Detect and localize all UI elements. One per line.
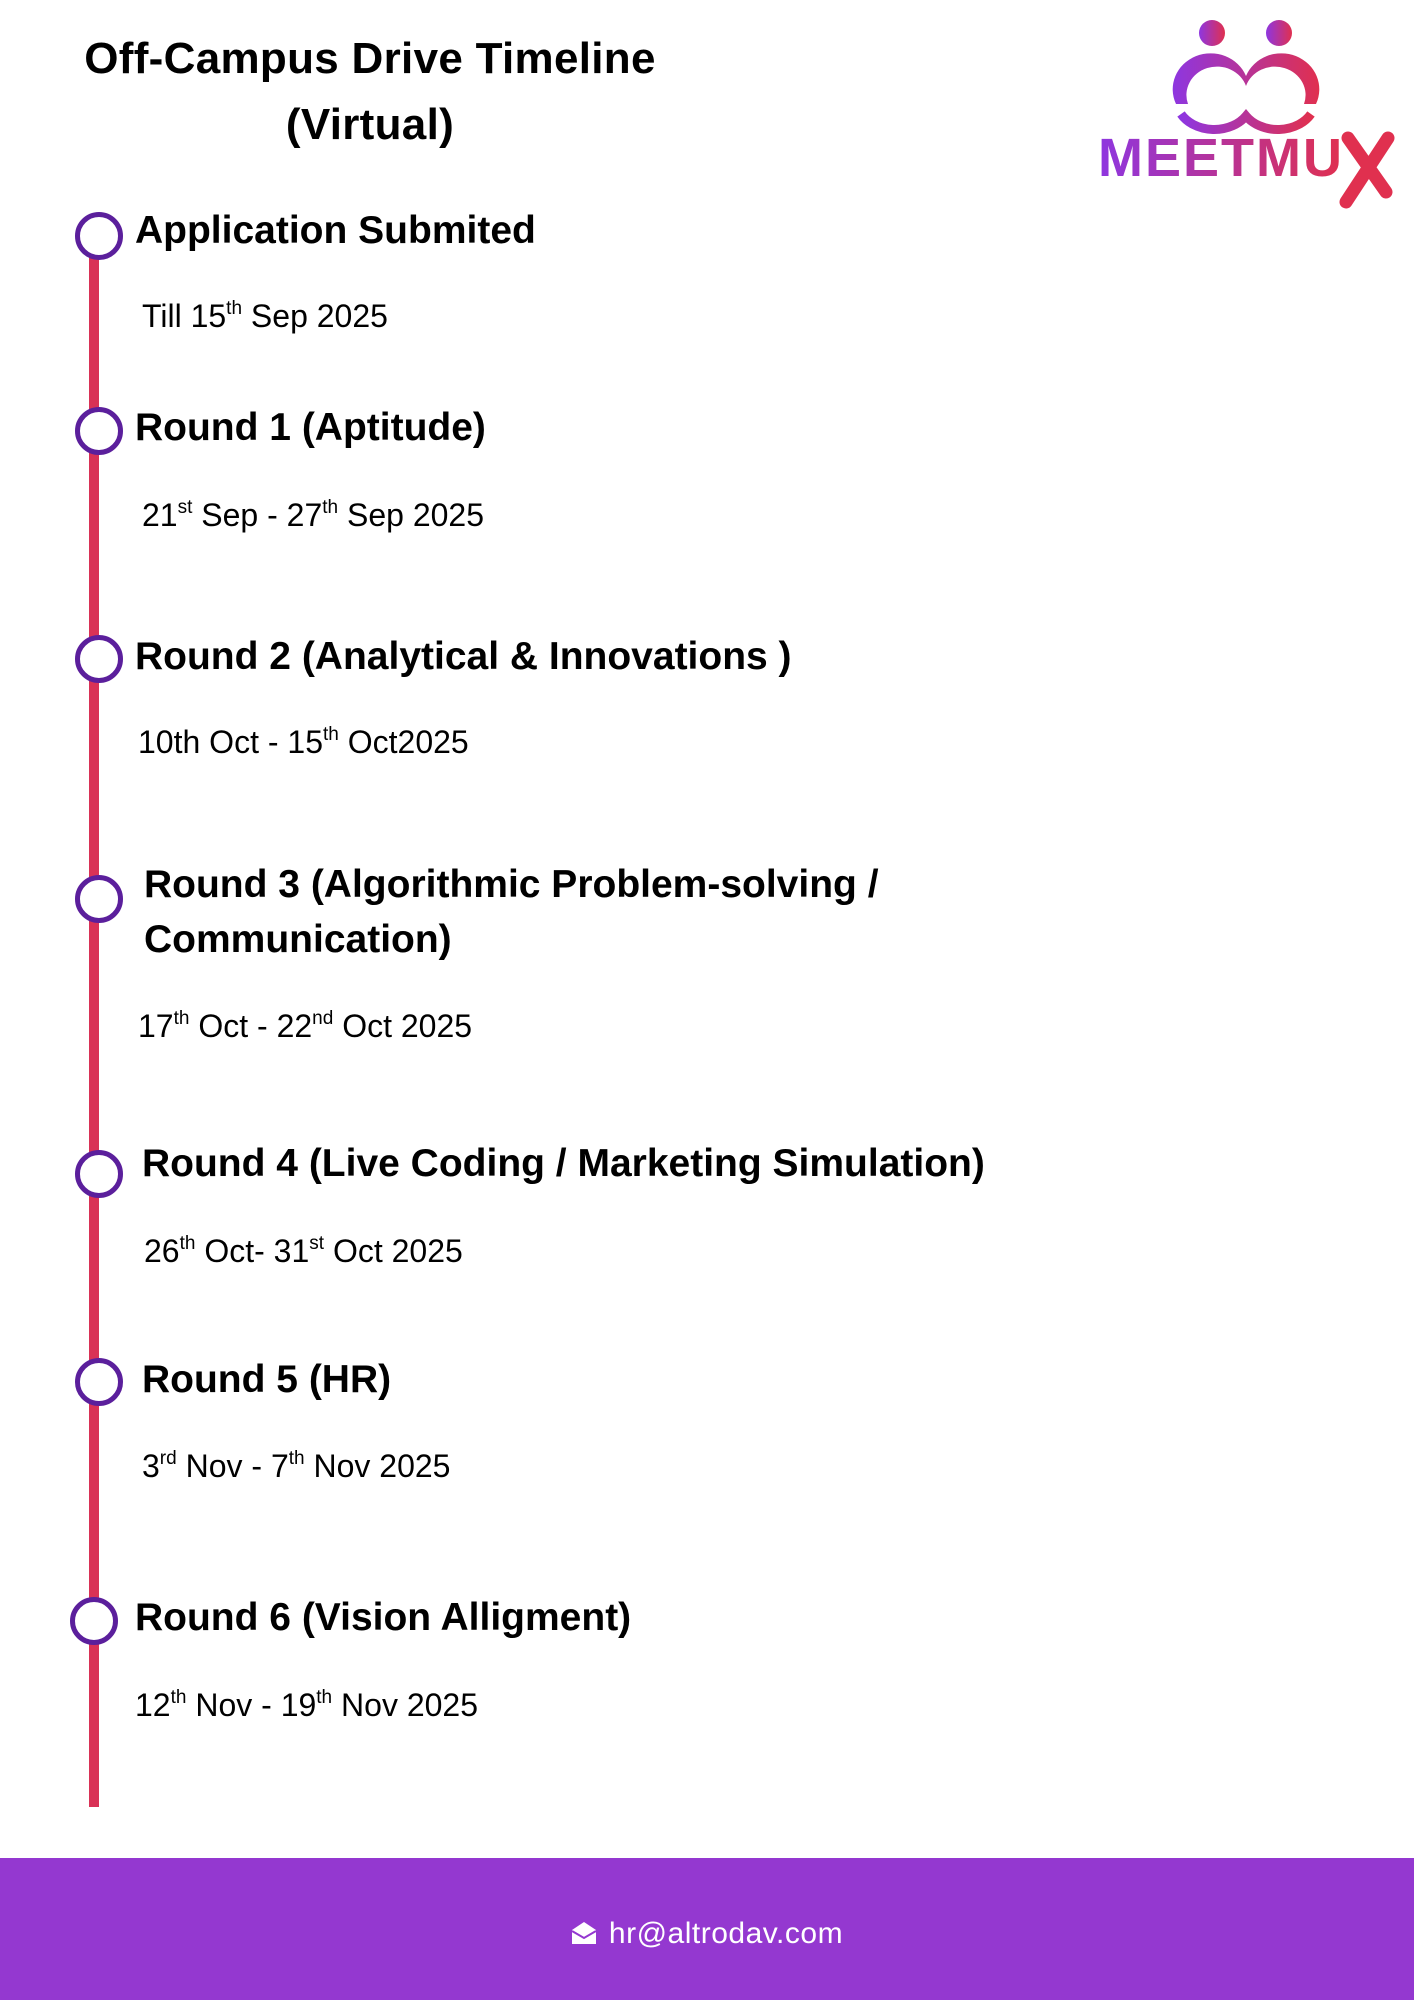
timeline-dot-icon [75,407,123,455]
date-ordinal-suffix: th [288,1448,305,1469]
envelope-open-icon [571,1922,597,1944]
timeline-dot-icon [70,1597,118,1645]
stage-heading-line: Round 6 (Vision Alligment) [135,1596,632,1639]
date-text: Sep 2025 [242,298,388,334]
date-text: Oct2025 [338,724,469,760]
stage-date: 26th Oct- 31st Oct 2025 [144,1233,463,1270]
date-text: Sep - 27 [192,497,323,533]
stage-heading: Round 6 (Vision Alligment) [135,1590,631,1645]
date-ordinal-suffix: th [322,724,339,745]
date-text: Nov 2025 [304,1448,451,1484]
date-text: Sep 2025 [338,497,484,533]
date-text: 26 [144,1233,180,1269]
date-text: Oct- 31 [195,1233,310,1269]
date-ordinal-suffix: th [179,1233,196,1254]
stage-heading-line: Communication) [144,918,452,961]
date-text: Nov - 7 [176,1448,289,1484]
stage-heading: Round 4 (Live Coding / Marketing Simulat… [142,1136,985,1191]
date-text: 12 [135,1687,171,1723]
stage-date: Till 15th Sep 2025 [142,298,388,335]
stage-heading-line: Application Submited [135,209,536,252]
stage-date: 21st Sep - 27th Sep 2025 [142,497,484,534]
footer-email[interactable]: hr@altrodav.com [0,1917,1414,1951]
date-ordinal-suffix: st [309,1233,325,1254]
date-ordinal-suffix: th [316,1687,333,1708]
date-ordinal-suffix: th [173,1008,190,1029]
stage-heading-line: Round 1 (Aptitude) [135,406,486,449]
timeline-dot-icon [75,1150,123,1198]
date-ordinal-suffix: th [226,298,243,319]
date-text: Nov 2025 [332,1687,479,1723]
date-ordinal-suffix: st [177,497,193,518]
meetmux-logo: MEETMU [1098,20,1395,209]
timeline-dot-icon [75,212,123,260]
stage-heading: Round 5 (HR) [142,1352,391,1407]
stage-date: 10th Oct - 15th Oct2025 [138,724,469,761]
page-title: Off-Campus Drive Timeline [84,34,656,83]
date-ordinal-suffix: nd [312,1008,334,1029]
date-text: 17 [138,1008,174,1044]
stage-heading-line: Round 4 (Live Coding / Marketing Simulat… [142,1142,985,1185]
date-text: Oct 2025 [333,1008,473,1044]
stage-heading: Round 2 (Analytical & Innovations ) [135,629,792,684]
footer [0,1858,1414,2000]
timeline-dot-icon [75,635,123,683]
stage-heading: Round 1 (Aptitude) [135,400,486,455]
stage-date: 3rd Nov - 7th Nov 2025 [142,1448,450,1485]
date-text: Oct 2025 [324,1233,463,1269]
date-text: 21 [142,497,178,533]
stage-heading: Application Submited [135,203,536,258]
date-text: 10th Oct - 15 [138,724,323,760]
svg-text:MEETMU: MEETMU [1098,128,1344,188]
timeline-line [89,235,99,1807]
stage-date: 17th Oct - 22nd Oct 2025 [138,1008,472,1045]
email-text: hr@altrodav.com [608,1917,844,1950]
date-text: 3 [142,1448,160,1484]
date-ordinal-suffix: th [322,497,339,518]
date-text: Till 15 [142,298,227,334]
timeline-dot-icon [75,875,123,923]
date-ordinal-suffix: th [170,1687,187,1708]
date-text: Nov - 19 [186,1687,317,1723]
timeline-dot-icon [75,1358,123,1406]
stage-heading-line: Round 5 (HR) [142,1358,392,1401]
stage-heading-line: Round 2 (Analytical & Innovations ) [135,635,792,678]
date-text: Oct - 22 [189,1008,313,1044]
stage-date: 12th Nov - 19th Nov 2025 [135,1687,478,1724]
page-subtitle: (Virtual) [285,100,455,149]
stage-heading: Round 3 (Algorithmic Problem-solving / Co… [144,857,879,967]
date-ordinal-suffix: rd [159,1448,177,1469]
stage-heading-line: Round 3 (Algorithmic Problem-solving / [144,863,879,906]
